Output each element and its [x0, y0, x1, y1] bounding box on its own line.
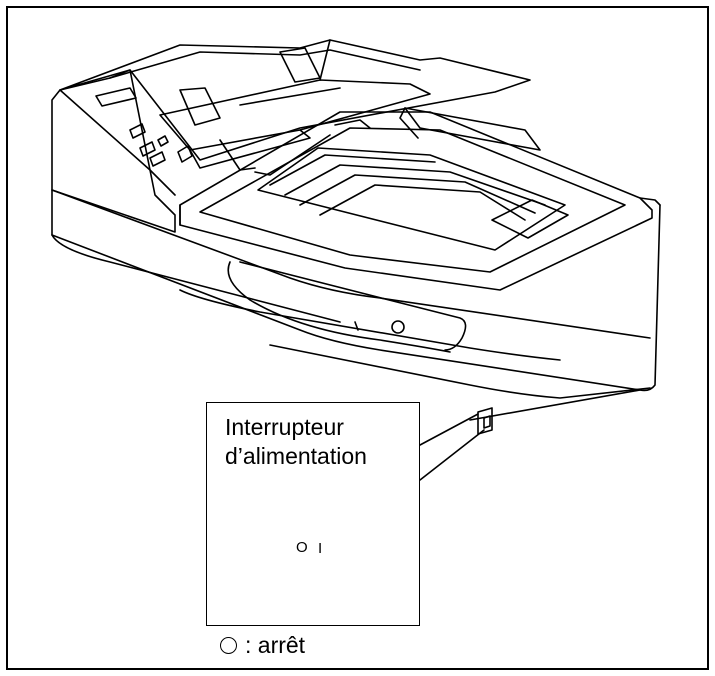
legend-text: : arrêt [245, 631, 306, 658]
power-switch-callout: Interrupteur d’alimentation [206, 402, 420, 626]
legend: : arrêt [220, 630, 305, 660]
circle-icon [220, 636, 237, 654]
callout-line-2: d’alimentation [225, 443, 367, 469]
power-switch-label: Interrupteur d’alimentation [225, 413, 367, 471]
callout-line-1: Interrupteur [225, 414, 344, 440]
